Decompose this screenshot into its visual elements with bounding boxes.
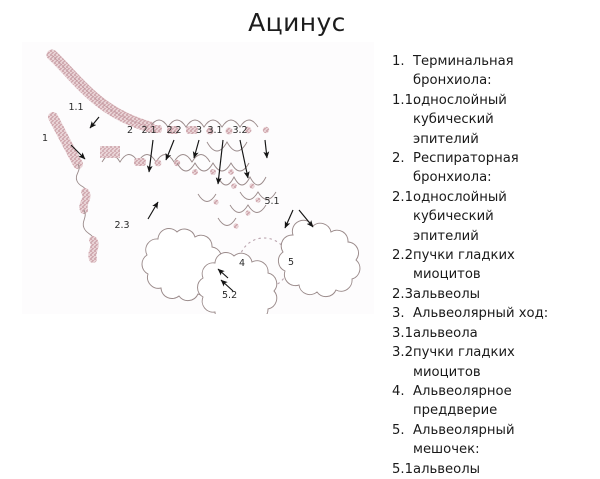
callout-5-2: 5.2	[222, 290, 237, 301]
callout-2-1: 2.1	[141, 125, 156, 136]
legend-item-marker: 3.	[392, 306, 405, 322]
legend-item: 3. Альвеолярный ход:	[392, 304, 598, 323]
legend-item-marker: 2.3	[392, 286, 413, 302]
legend-item-marker: 5.1	[392, 461, 413, 477]
arrow-3-1	[239, 139, 250, 179]
legend-item-text: пучки гладких миоцитов	[413, 345, 515, 380]
callout-2-2: 2.2	[166, 125, 181, 136]
legend-item-text: однослойный кубический эпителий	[413, 189, 507, 244]
page-title: Ацинус	[248, 8, 346, 37]
alveolar-sac-right	[277, 219, 361, 298]
arrow-3	[215, 139, 224, 185]
arrow-1-1	[89, 116, 100, 129]
respiratory-bronchiole	[100, 119, 270, 167]
callout-3-1: 3.1	[207, 125, 222, 136]
legend-item-marker: 3.2	[392, 345, 413, 361]
arrow-2-3	[147, 201, 159, 220]
arrow-3-2	[263, 139, 270, 159]
callout-1: 1	[42, 133, 48, 144]
arrow-2	[146, 139, 154, 173]
legend-item-marker: 1.	[392, 54, 405, 69]
terminal-bronchiole-upper	[46, 49, 156, 133]
legend-item: 5. Альвеолярный мешочек:	[392, 421, 598, 460]
arrow-2-2	[192, 139, 200, 159]
legend-item: 4. Альвеолярное преддверие	[392, 382, 598, 421]
legend-item-text: альвеола	[413, 325, 478, 341]
legend-list: 1.Терминальная бронхиола:1.1.однослойный…	[392, 52, 598, 479]
callout-2: 2	[127, 125, 133, 136]
legend-item-text: Альвеолярный мешочек:	[413, 422, 515, 458]
callout-3-2: 3.2	[232, 125, 247, 136]
legend-item-marker: 4.	[392, 383, 405, 399]
legend-item: 2. Респираторная бронхиола:	[392, 149, 598, 188]
callout-labels: 1 1.1 2 2.1 2.2 3 3.1 3.2 2.3 4 5 5.1 5.…	[42, 102, 294, 301]
alveolar-sac-bottom	[197, 252, 278, 314]
callout-1-1: 1.1	[68, 102, 83, 113]
legend-item-text: альвеолы	[413, 461, 481, 477]
callout-5: 5	[288, 257, 294, 268]
legend-item-marker: 3.1	[392, 325, 413, 341]
callout-arrows	[70, 116, 314, 292]
legend-item-text: пучки гладких миоцитов	[413, 248, 515, 283]
arrow-5-1-left	[284, 209, 294, 229]
legend-item-marker: 2.1	[392, 189, 413, 205]
alveolar-cluster	[197, 191, 277, 229]
legend-item-marker: 1.1.	[392, 92, 418, 108]
legend-item-marker: 2.	[392, 151, 405, 167]
callout-4: 4	[239, 258, 245, 269]
legend-item-text: однослойный кубический эпителий	[413, 92, 507, 147]
arrow-1	[70, 144, 86, 160]
legend-item: 1.1.однослойный кубический эпителий	[392, 91, 598, 149]
legend-item-marker: 2.2	[392, 248, 413, 264]
legend-item-text: Альвеолярный ход:	[413, 306, 549, 322]
terminal-bronchiole-lower	[48, 112, 99, 263]
arrow-5-2b	[217, 268, 229, 279]
acinus-diagram-svg: 1 1.1 2 2.1 2.2 3 3.1 3.2 2.3 4 5 5.1 5.…	[22, 42, 374, 314]
legend-item-text: альвеолы	[413, 286, 481, 302]
legend-item-text: Терминальная бронхиола:	[413, 54, 514, 89]
legend-item: 1. Терминальная бронхиола:	[392, 52, 598, 91]
arrow-5-1-right	[298, 209, 314, 228]
arrow-2-1	[165, 139, 175, 161]
legend-item-marker: 5.	[392, 422, 405, 438]
callout-3: 3	[196, 125, 202, 136]
acinus-diagram-panel: 1 1.1 2 2.1 2.2 3 3.1 3.2 2.3 4 5 5.1 5.…	[22, 42, 374, 314]
arrow-5-2	[220, 279, 234, 292]
callout-5-1: 5.1	[264, 196, 279, 207]
legend-item-text: Респираторная бронхиола:	[413, 151, 519, 186]
alveolar-duct	[176, 141, 267, 189]
callout-2-3: 2.3	[114, 220, 129, 231]
legend-item-text: Альвеолярное преддверие	[413, 383, 512, 419]
